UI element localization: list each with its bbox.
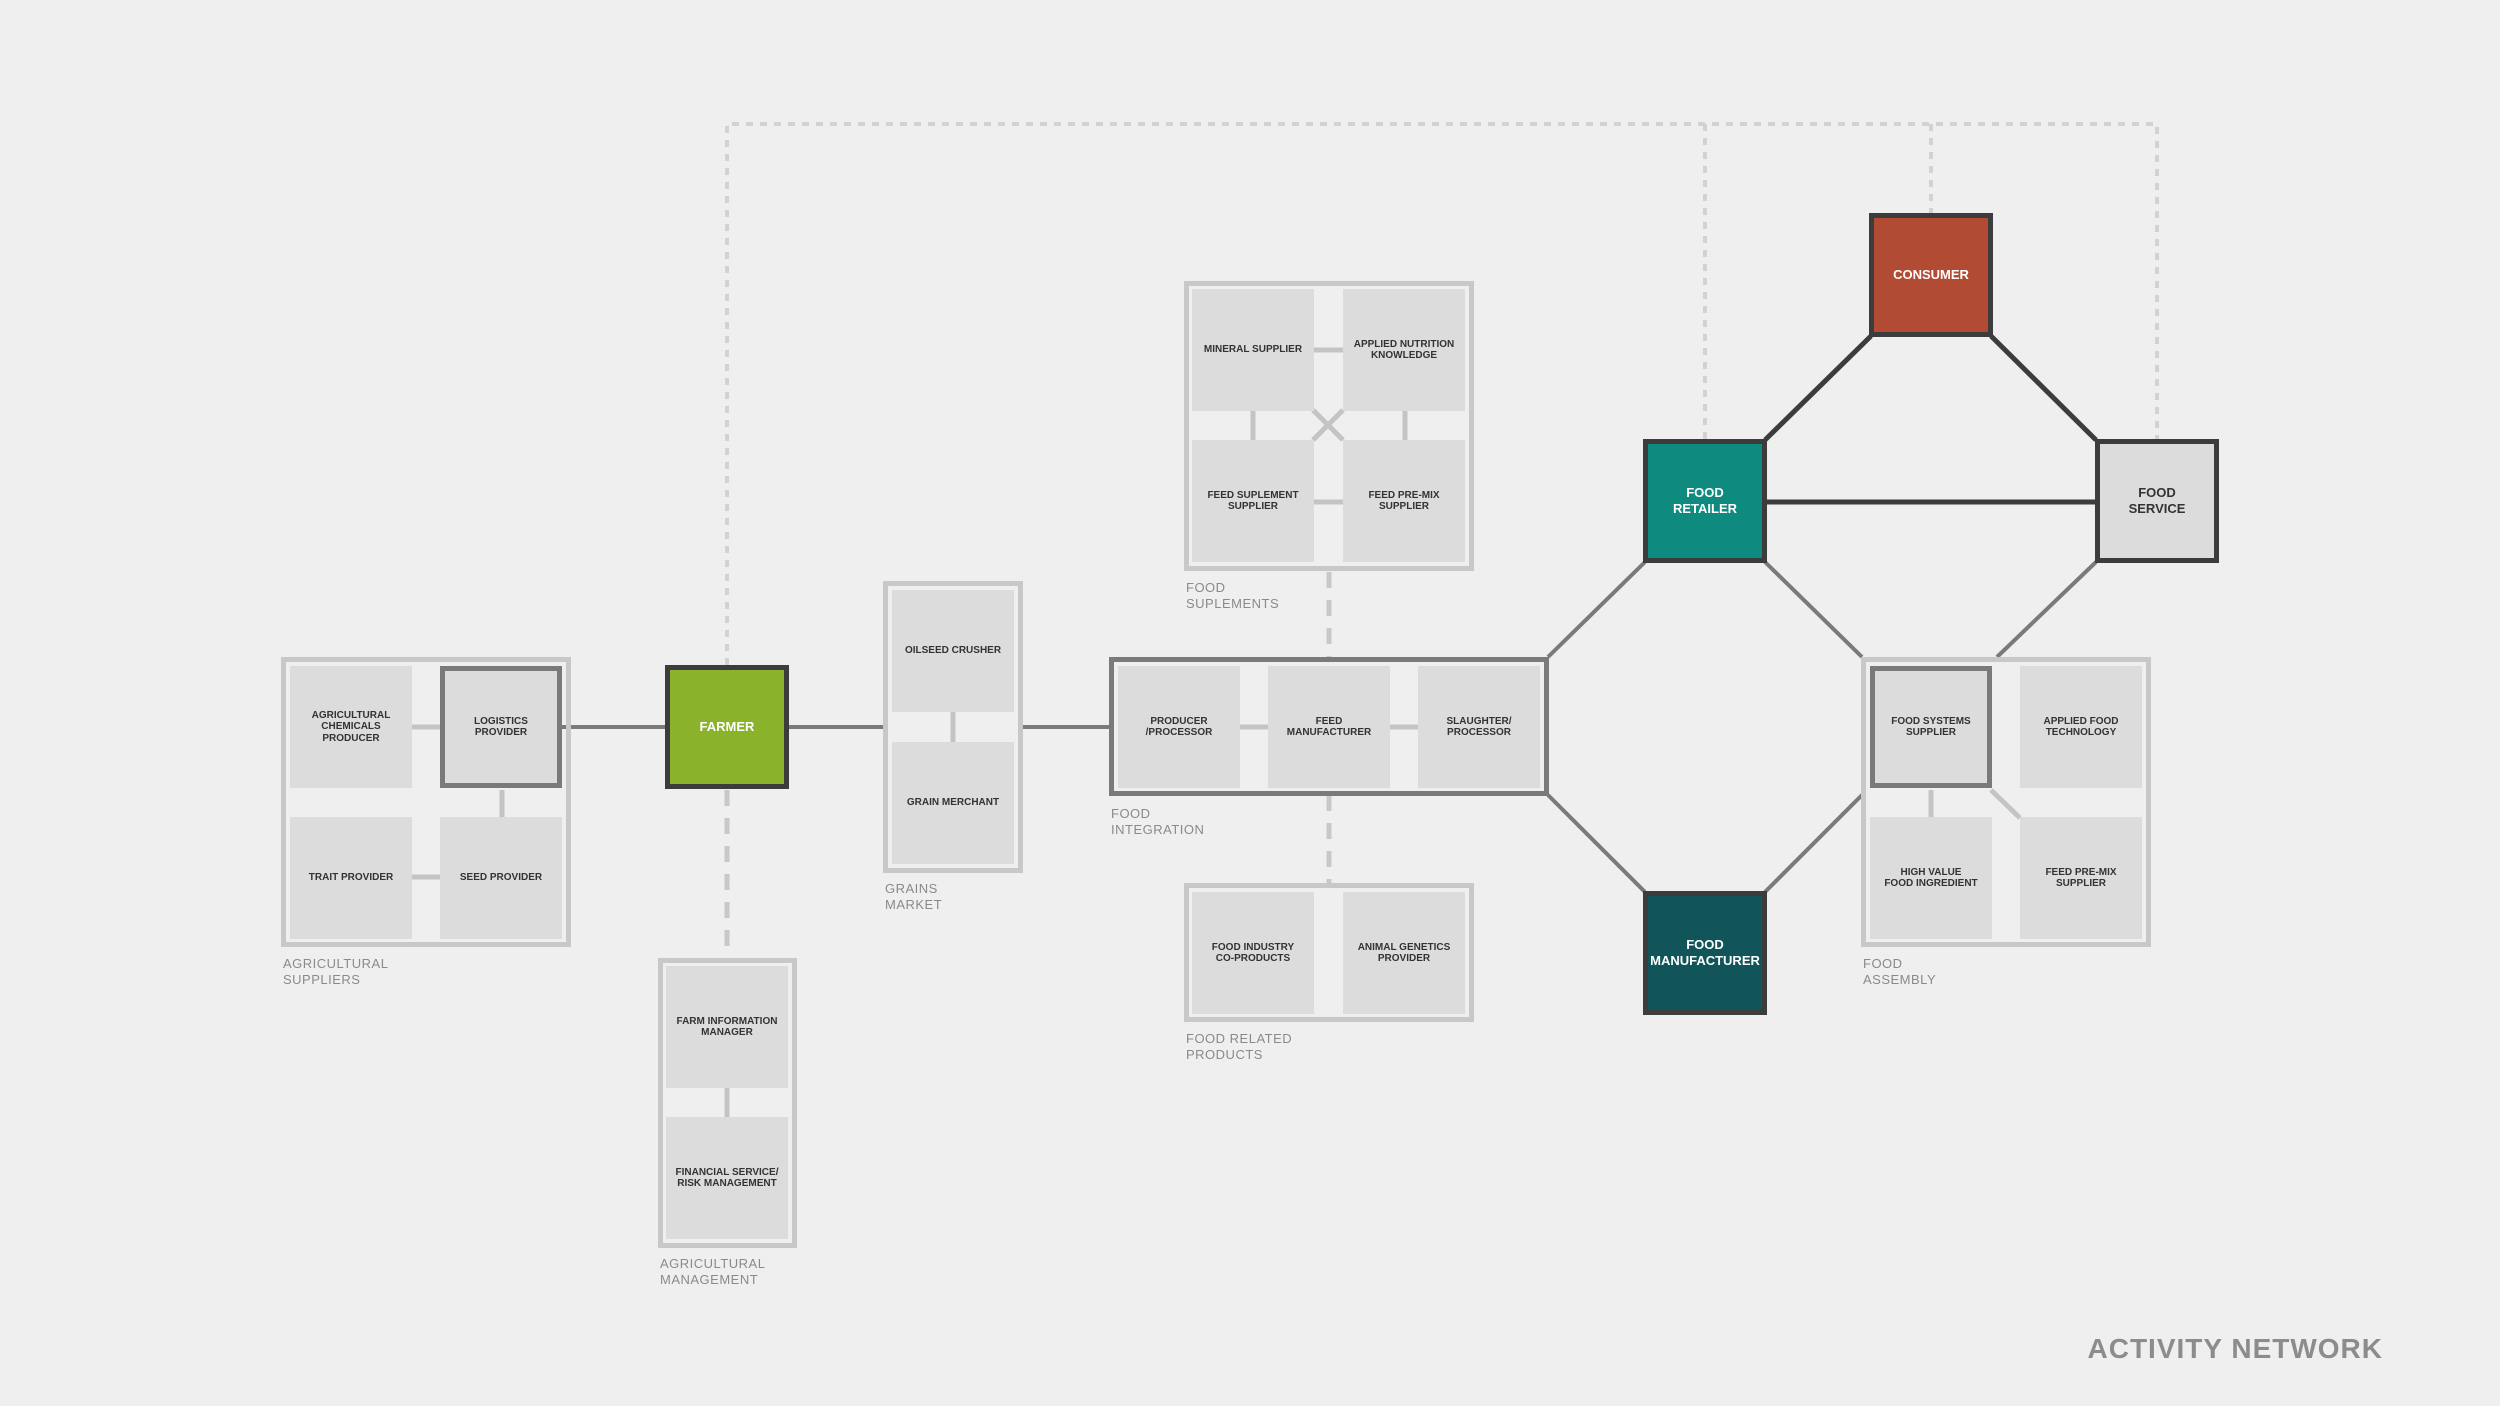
applied-nutrition-knowledge-box[interactable]: APPLIED NUTRITION KNOWLEDGE — [1343, 289, 1465, 411]
group-food-related-products — [1184, 883, 1474, 1022]
feed-pre-mix-supplier-assembly-box[interactable]: FEED PRE-MIX SUPPLIER — [2020, 817, 2142, 939]
group-grains-market — [883, 581, 1023, 873]
financial-service-risk-management-box[interactable]: FINANCIAL SERVICE/ RISK MANAGEMENT — [666, 1117, 788, 1239]
internal-connectors — [410, 347, 2022, 1118]
dotted-feedback-lines — [725, 122, 2159, 665]
agricultural-chemicals-producer-box[interactable]: AGRICULTURAL CHEMICALS PRODUCER — [290, 666, 412, 788]
dashed-links — [724, 572, 1332, 960]
mineral-supplier-box[interactable]: MINERAL SUPPLIER — [1192, 289, 1314, 411]
food-systems-supplier-box[interactable]: FOOD SYSTEMS SUPPLIER — [1870, 666, 1992, 788]
feed-pre-mix-supplier-box[interactable]: FEED PRE-MIX SUPPLIER — [1343, 440, 1465, 562]
group-label-agricultural-management: AGRICULTURAL MANAGEMENT — [660, 1256, 766, 1287]
grain-merchant-box[interactable]: GRAIN MERCHANT — [892, 742, 1014, 864]
feed-suplement-supplier-box[interactable]: FEED SUPLEMENT SUPPLIER — [1192, 440, 1314, 562]
applied-food-technology-box[interactable]: APPLIED FOOD TECHNOLOGY — [2020, 666, 2142, 788]
slaughter-processor-box[interactable]: SLAUGHTER/ PROCESSOR — [1418, 666, 1540, 788]
food-industry-co-products-box[interactable]: FOOD INDUSTRY CO-PRODUCTS — [1192, 892, 1314, 1014]
oilseed-crusher-box[interactable]: OILSEED CRUSHER — [892, 590, 1014, 712]
food-retailer-node[interactable]: FOOD RETAILER — [1643, 439, 1767, 563]
animal-genetics-provider-box[interactable]: ANIMAL GENETICS PROVIDER — [1343, 892, 1465, 1014]
seed-provider-box[interactable]: SEED PROVIDER — [440, 817, 562, 939]
food-manufacturer-node[interactable]: FOOD MANUFACTURER — [1643, 891, 1767, 1015]
group-label-food-integration: FOOD INTEGRATION — [1111, 806, 1205, 837]
food-service-node[interactable]: FOOD SERVICE — [2095, 439, 2219, 563]
trait-provider-box[interactable]: TRAIT PROVIDER — [290, 817, 412, 939]
main-chain-lines — [562, 560, 2098, 894]
consumer-node[interactable]: CONSUMER — [1869, 213, 1993, 337]
group-label-agricultural-suppliers: AGRICULTURAL SUPPLIERS — [283, 956, 389, 987]
diagram-title: ACTIVITY NETWORK — [2087, 1333, 2383, 1364]
group-label-food-suplements: FOOD SUPLEMENTS — [1186, 580, 1280, 611]
logistics-provider-box[interactable]: LOGISTICS PROVIDER — [440, 666, 562, 788]
high-value-food-ingredient-box[interactable]: HIGH VALUE FOOD INGREDIENT — [1870, 817, 1992, 939]
group-agricultural-suppliers — [281, 657, 571, 947]
group-food-suplements — [1184, 281, 1474, 571]
consumer-network-lines — [1763, 334, 2098, 505]
group-food-assembly — [1861, 657, 2151, 947]
group-agricultural-management — [658, 958, 797, 1248]
group-label-grains-market: GRAINS MARKET — [885, 881, 943, 912]
farm-information-manager-box[interactable]: FARM INFORMATION MANAGER — [666, 966, 788, 1088]
feed-manufacturer-box[interactable]: FEED MANUFACTURER — [1268, 666, 1390, 788]
group-label-food-related-products: FOOD RELATED PRODUCTS — [1186, 1031, 1293, 1062]
group-food-integration — [1109, 657, 1549, 796]
group-label-food-assembly: FOOD ASSEMBLY — [1863, 956, 1937, 987]
producer-processor-box[interactable]: PRODUCER /PROCESSOR — [1118, 666, 1240, 788]
farmer-node[interactable]: FARMER — [665, 665, 789, 789]
